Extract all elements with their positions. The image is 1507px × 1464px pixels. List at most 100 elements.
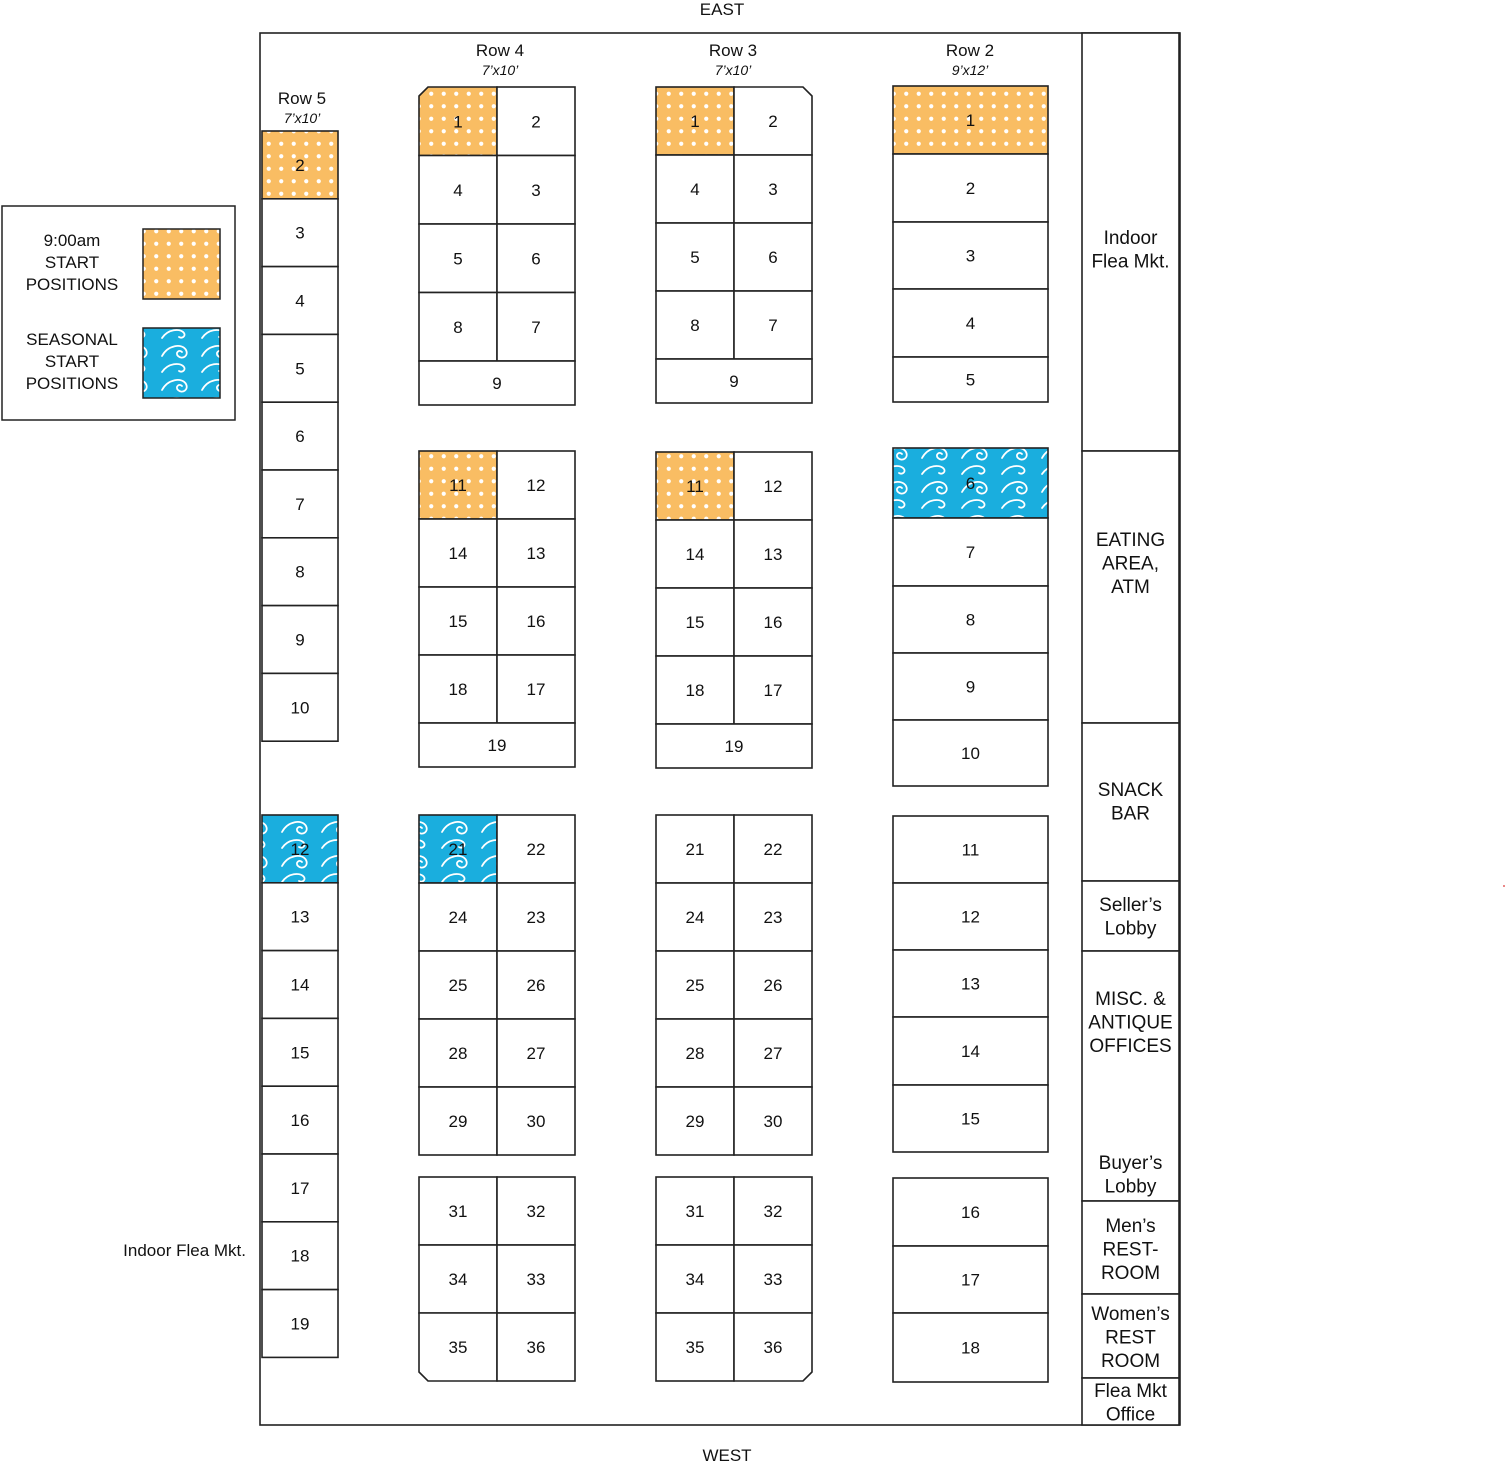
- stall-row2-12[interactable]: 12: [892, 882, 1049, 951]
- stall-row4-1[interactable]: 1: [418, 86, 498, 157]
- stall-row3-27[interactable]: 27: [733, 1018, 813, 1088]
- stall-row2-8[interactable]: 8: [892, 585, 1049, 654]
- stall-row4-29[interactable]: 29: [418, 1086, 498, 1156]
- stall-row3-13[interactable]: 13: [733, 519, 813, 589]
- stall-row4-19[interactable]: 19: [418, 722, 576, 768]
- stall-row2-6[interactable]: 6: [892, 447, 1049, 519]
- stall-row3-6[interactable]: 6: [733, 222, 813, 292]
- stall-row5-5[interactable]: 5: [261, 333, 339, 403]
- stall-row5-7[interactable]: 7: [261, 469, 339, 539]
- stall-row3-1[interactable]: 1: [655, 86, 735, 156]
- stall-row3-16[interactable]: 16: [733, 587, 813, 657]
- stall-row2-13[interactable]: 13: [892, 949, 1049, 1018]
- stall-row5-8[interactable]: 8: [261, 536, 339, 607]
- stall-row4-16[interactable]: 16: [496, 586, 576, 656]
- stall-row3-8[interactable]: 8: [655, 290, 735, 360]
- stall-row3-21[interactable]: 21: [655, 814, 735, 884]
- stall-row3-7[interactable]: 7: [733, 290, 813, 360]
- stall-row4-11[interactable]: 11: [418, 450, 498, 520]
- stall-row3-15[interactable]: 15: [655, 587, 735, 657]
- stall-row2-9[interactable]: 9: [892, 652, 1049, 721]
- stall-row4-33[interactable]: 33: [496, 1244, 576, 1314]
- stall-row4-27[interactable]: 27: [496, 1018, 576, 1088]
- stall-row3-18[interactable]: 18: [655, 655, 735, 725]
- stall-row5-14[interactable]: 14: [261, 949, 339, 1020]
- stall-row2-2[interactable]: 2: [892, 153, 1049, 223]
- stall-row5-16[interactable]: 16: [261, 1085, 339, 1155]
- stall-row3-17[interactable]: 17: [733, 655, 813, 725]
- stall-row4-23[interactable]: 23: [496, 882, 576, 952]
- stall-row4-14[interactable]: 14: [418, 518, 498, 588]
- stall-row3-4[interactable]: 4: [655, 154, 735, 224]
- stall-row4-22[interactable]: 22: [496, 814, 576, 884]
- stall-row3-3[interactable]: 3: [733, 154, 813, 224]
- stall-row4-9[interactable]: 9: [418, 360, 576, 406]
- stall-row4-5[interactable]: 5: [418, 223, 498, 294]
- stall-row3-5[interactable]: 5: [655, 222, 735, 292]
- stall-row4-25[interactable]: 25: [418, 950, 498, 1020]
- stall-row4-30[interactable]: 30: [496, 1086, 576, 1156]
- stall-row4-7[interactable]: 7: [496, 291, 576, 362]
- stall-row4-8[interactable]: 8: [418, 291, 498, 362]
- stall-row4-32[interactable]: 32: [496, 1176, 576, 1246]
- stall-row5-15[interactable]: 15: [261, 1017, 339, 1088]
- stall-row5-13[interactable]: 13: [261, 881, 339, 952]
- stall-row3-31[interactable]: 31: [655, 1176, 735, 1246]
- stall-row2-14[interactable]: 14: [892, 1016, 1049, 1086]
- stall-row4-12[interactable]: 12: [496, 450, 576, 520]
- stall-row2-1[interactable]: 1: [892, 85, 1049, 155]
- stall-row2-18[interactable]: 18: [892, 1312, 1049, 1383]
- stall-row4-18[interactable]: 18: [418, 654, 498, 724]
- stall-row5-4[interactable]: 4: [261, 265, 339, 336]
- stall-row5-10[interactable]: 10: [261, 672, 339, 743]
- stall-row5-17[interactable]: 17: [261, 1153, 339, 1223]
- stall-row5-19[interactable]: 19: [261, 1288, 339, 1359]
- stall-row3-24[interactable]: 24: [655, 882, 735, 952]
- stall-row3-14[interactable]: 14: [655, 519, 735, 589]
- stall-row3-36[interactable]: 36: [733, 1312, 813, 1382]
- stall-row4-15[interactable]: 15: [418, 586, 498, 656]
- stall-row4-36[interactable]: 36: [496, 1312, 576, 1382]
- stall-row3-35[interactable]: 35: [655, 1312, 735, 1382]
- stall-row2-10[interactable]: 10: [892, 719, 1049, 787]
- stall-row3-23[interactable]: 23: [733, 882, 813, 952]
- stall-row4-21[interactable]: 21: [418, 814, 498, 884]
- stall-row3-26[interactable]: 26: [733, 950, 813, 1020]
- stall-row4-2[interactable]: 2: [496, 86, 576, 157]
- stall-row4-34[interactable]: 34: [418, 1244, 498, 1314]
- stall-row5-18[interactable]: 18: [261, 1221, 339, 1291]
- stall-row4-26[interactable]: 26: [496, 950, 576, 1020]
- stall-row3-12[interactable]: 12: [733, 451, 813, 521]
- stall-row5-3[interactable]: 3: [261, 198, 339, 268]
- stall-row3-34[interactable]: 34: [655, 1244, 735, 1314]
- stall-row3-11[interactable]: 11: [655, 451, 735, 521]
- stall-row3-25[interactable]: 25: [655, 950, 735, 1020]
- stall-row3-19[interactable]: 19: [655, 723, 813, 769]
- stall-row3-33[interactable]: 33: [733, 1244, 813, 1314]
- stall-row3-22[interactable]: 22: [733, 814, 813, 884]
- stall-row2-15[interactable]: 15: [892, 1084, 1049, 1153]
- stall-row5-9[interactable]: 9: [261, 604, 339, 675]
- stall-row4-24[interactable]: 24: [418, 882, 498, 952]
- stall-row3-30[interactable]: 30: [733, 1086, 813, 1156]
- stall-row2-4[interactable]: 4: [892, 288, 1049, 358]
- stall-row5-2[interactable]: 2: [261, 130, 339, 200]
- stall-row4-4[interactable]: 4: [418, 154, 498, 225]
- stall-row4-3[interactable]: 3: [496, 154, 576, 225]
- stall-row2-11[interactable]: 11: [892, 815, 1049, 884]
- stall-row4-31[interactable]: 31: [418, 1176, 498, 1246]
- stall-row3-29[interactable]: 29: [655, 1086, 735, 1156]
- stall-row4-13[interactable]: 13: [496, 518, 576, 588]
- stall-row4-28[interactable]: 28: [418, 1018, 498, 1088]
- stall-row2-3[interactable]: 3: [892, 221, 1049, 290]
- stall-row3-32[interactable]: 32: [733, 1176, 813, 1246]
- stall-row5-12[interactable]: 12: [261, 814, 339, 884]
- stall-row3-2[interactable]: 2: [733, 86, 813, 156]
- stall-row2-17[interactable]: 17: [892, 1245, 1049, 1314]
- stall-row4-17[interactable]: 17: [496, 654, 576, 724]
- stall-row4-6[interactable]: 6: [496, 223, 576, 294]
- stall-row3-28[interactable]: 28: [655, 1018, 735, 1088]
- stall-row3-9[interactable]: 9: [655, 358, 813, 404]
- stall-row5-6[interactable]: 6: [261, 401, 339, 471]
- stall-row2-5[interactable]: 5: [892, 356, 1049, 403]
